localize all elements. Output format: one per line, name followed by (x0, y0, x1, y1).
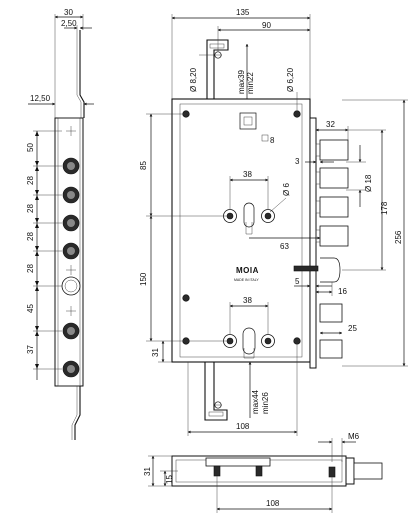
dim-side-37: 37 (26, 345, 35, 354)
dim-8: 8 (270, 136, 275, 145)
screw-marker-low (66, 306, 76, 316)
bottom-bracket (204, 362, 228, 421)
bolt-head-6 (62, 360, 80, 378)
screw-marker-mid (66, 265, 76, 275)
dim-dia-6: Ø 6 (282, 183, 291, 196)
dim-2-50: 2,50 (61, 19, 77, 28)
dim-side-28a: 28 (26, 176, 35, 185)
dim-min22: min22 (246, 72, 255, 94)
brand-name: MOIA (236, 266, 259, 275)
dim-max39: max39 (237, 69, 246, 94)
bolt-head-1 (62, 157, 80, 175)
dim-31-bottom: 31 (143, 467, 152, 476)
dim-25: 25 (348, 324, 357, 333)
case-screw-tr (293, 110, 301, 118)
dim-15: 15 (165, 475, 174, 484)
bolt-head-3 (62, 214, 80, 232)
bolt-head-2 (62, 186, 80, 204)
dim-31-front: 31 (151, 348, 160, 357)
dim-32: 32 (326, 120, 335, 129)
latch (320, 257, 341, 283)
dim-side-28c: 28 (26, 232, 35, 241)
screw-marker-top (66, 126, 76, 136)
dim-max44: max44 (251, 389, 260, 414)
dim-m6: M6 (348, 432, 360, 441)
front-view: MOIA MADE IN ITALY 135 (139, 8, 408, 436)
dim-90: 90 (262, 21, 271, 30)
dim-side-45: 45 (26, 304, 35, 313)
dim-5: 5 (295, 277, 300, 286)
latch-head (61, 276, 81, 296)
cylinder-hole-bottom (223, 327, 275, 359)
dim-63: 63 (280, 242, 289, 251)
dim-12-50: 12,50 (30, 94, 51, 103)
lower-rod (74, 386, 81, 440)
dim-38-top: 38 (243, 170, 252, 179)
dim-178: 178 (380, 201, 389, 215)
dim-side-50: 50 (26, 143, 35, 152)
dim-16: 16 (338, 287, 347, 296)
top-bracket (206, 39, 229, 99)
lock-case (171, 98, 311, 363)
bolt-head-4 (62, 242, 80, 260)
dim-150: 150 (139, 272, 148, 286)
dim-side-28d: 28 (26, 264, 35, 273)
case-screw-ml (182, 294, 190, 302)
dim-side-28b: 28 (26, 204, 35, 213)
case-screw-br (293, 337, 301, 345)
dim-38-bottom: 38 (243, 296, 252, 305)
made-in-italy: MADE IN ITALY (234, 278, 259, 282)
dim-108-bottom: 108 (266, 499, 280, 508)
dim-dia-8-20: Ø 8,20 (189, 67, 198, 92)
dim-30: 30 (64, 8, 73, 17)
bolt-head-5 (62, 322, 80, 340)
dim-256: 256 (394, 230, 403, 244)
dim-dia-18: Ø 18 (364, 174, 373, 192)
bottom-view: M6 31 15 108 (143, 432, 383, 513)
dim-min26: min26 (261, 392, 270, 414)
dim-135: 135 (236, 8, 250, 17)
faceplate-inner (57, 117, 81, 387)
right-bolts (293, 117, 349, 369)
dim-3: 3 (295, 157, 300, 166)
dim-108-front: 108 (236, 422, 250, 431)
upper-rod (79, 30, 85, 118)
follower-square (239, 112, 257, 130)
dim-85: 85 (139, 161, 148, 170)
dim-dia-6-20: Ø 6,20 (286, 67, 295, 92)
side-view: 30 2,50 12,50 50 28 28 28 28 (26, 8, 94, 440)
